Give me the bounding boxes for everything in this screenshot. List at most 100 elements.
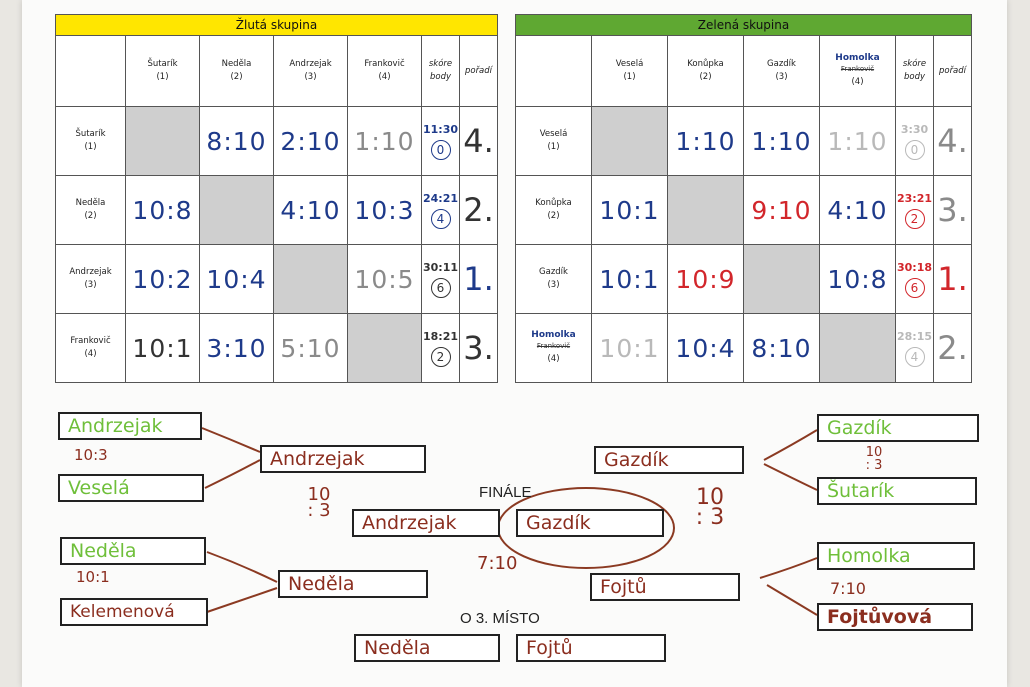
yellow-col-player-no: (2) [230, 72, 243, 82]
yellow-col-player-name: Frankovič [364, 59, 405, 69]
yellow-diag-cell [199, 175, 274, 245]
left-qf-3: Neděla [60, 537, 206, 565]
yellow-col-player-name: Andrzejak [289, 59, 332, 69]
green-skore-value: 23:21 [896, 191, 932, 205]
left-semi-1: Andrzejak [260, 445, 426, 473]
green-col-player-3: Gazdík(3) [743, 35, 820, 107]
green-col-crossed-name: Frankovič [840, 65, 875, 73]
yellow-match-score: 5:10 [273, 313, 348, 383]
green-body-label: body [903, 72, 926, 82]
bracket-lines [201, 427, 818, 616]
yellow-col-player-4: Frankovič (4) [347, 35, 422, 107]
green-poradi-value: 1. [933, 244, 972, 314]
yellow-row-player-no: (4) [84, 349, 97, 359]
yellow-match-score: 1:10 [347, 106, 422, 176]
yellow-skore-value: 30:11 [422, 260, 458, 274]
green-row-crossed-name: Frankovič [536, 342, 571, 350]
right-qf-1: Gazdík [817, 414, 979, 442]
final-left: Andrzejak [352, 509, 500, 537]
green-match-score: 10:9 [667, 244, 744, 314]
yellow-skore-value: 18:21 [422, 329, 458, 343]
yellow-body-value: 4 [430, 208, 451, 229]
yellow-match-score: 10:3 [347, 175, 422, 245]
yellow-row-player-name: Andrzejak [69, 267, 112, 277]
third-right: Fojtů [516, 634, 666, 662]
yellow-col-player-no: (4) [378, 72, 391, 82]
green-diag-cell [591, 106, 668, 176]
right-semi-2: Fojtů [590, 573, 740, 601]
yellow-row-player-no: (3) [84, 280, 97, 290]
green-poradi-label: pořadí [938, 65, 967, 76]
yellow-row-player-no: (1) [84, 142, 97, 152]
yellow-diag-cell [125, 106, 200, 176]
green-col-handwritten-name: Homolka [835, 53, 880, 63]
yellow-match-score: 2:10 [273, 106, 348, 176]
yellow-body-value: 6 [430, 277, 451, 298]
yellow-match-score: 10:1 [125, 313, 200, 383]
green-col-player-1: Veselá (1) [591, 35, 668, 107]
right-qf-4: Fojtůvová [817, 603, 973, 631]
final-label: FINÁLE [479, 484, 532, 501]
yellow-col-player-2: Neděla(2) [199, 35, 274, 107]
yellow-row-player-1: Šutarík(1) [55, 106, 126, 176]
yellow-skore-value: 24:21 [422, 191, 458, 205]
yellow-col-player-no: (3) [304, 72, 317, 82]
left-semi-score: 10 : 3 [307, 484, 331, 521]
yellow-row-player-no: (2) [84, 211, 97, 221]
yellow-skore-cell: 30:11 6 [421, 244, 460, 314]
yellow-body-value: 2 [430, 346, 451, 367]
yellow-body-label: body [429, 72, 452, 82]
green-match-score: 9:10 [743, 175, 820, 245]
right-semi-1: Gazdík [594, 446, 744, 474]
left-semi-2: Neděla [278, 570, 428, 598]
green-col-player-no: (1) [623, 72, 636, 82]
green-match-score: 10:4 [667, 313, 744, 383]
green-row-player-no: (2) [547, 211, 560, 221]
final-score-right: 10 : 3 [695, 485, 725, 530]
left-qf-2: Veselá [58, 474, 204, 502]
green-row-player-no: (3) [547, 280, 560, 290]
yellow-skore-cell: 24:21 4 [421, 175, 460, 245]
green-col-player-name: Veselá [615, 59, 644, 69]
green-match-score: 10:1 [591, 175, 668, 245]
green-diag-cell [819, 313, 896, 383]
green-row-player-no: (4) [547, 354, 560, 364]
green-skore-value: 30:18 [896, 260, 932, 274]
yellow-poradi-value: 3. [459, 313, 498, 383]
yellow-poradi-value: 4. [459, 106, 498, 176]
green-body-value: 6 [904, 277, 925, 298]
green-match-score: 10:1 [591, 244, 668, 314]
right-qf-3: Homolka [817, 542, 975, 570]
green-col-poradi: pořadí [933, 35, 972, 107]
right-qf-score-2: 7:10 [830, 579, 866, 598]
yellow-skore-cell: 18:21 2 [421, 313, 460, 383]
right-qf-score-1: 10 : 3 [865, 445, 883, 473]
green-skore-label: skóre [902, 59, 927, 69]
yellow-skore-value: 11:30 [422, 122, 458, 136]
left-qf-4: Kelemenová [60, 598, 208, 626]
tournament-sheet: Žlutá skupina Šutarík(1)Neděla(2)Andrzej… [22, 0, 1007, 687]
yellow-match-score: 4:10 [273, 175, 348, 245]
green-group-title: Zelená skupina [515, 14, 972, 36]
yellow-skore-label: skóre [428, 59, 453, 69]
yellow-poradi-label: pořadí [464, 65, 493, 76]
green-col-skore: skóre body [895, 35, 934, 107]
green-diag-cell [743, 244, 820, 314]
green-row-handwritten-name: Homolka [531, 330, 576, 340]
final-score-left: 7:10 [477, 553, 518, 574]
green-row-player-no: (1) [547, 142, 560, 152]
green-body-value: 0 [904, 139, 925, 160]
green-col-player-no: (3) [775, 72, 788, 82]
yellow-diag-cell [273, 244, 348, 314]
yellow-match-score: 10:5 [347, 244, 422, 314]
green-col-player-name: Konůpka [687, 59, 724, 69]
green-poradi-value: 3. [933, 175, 972, 245]
